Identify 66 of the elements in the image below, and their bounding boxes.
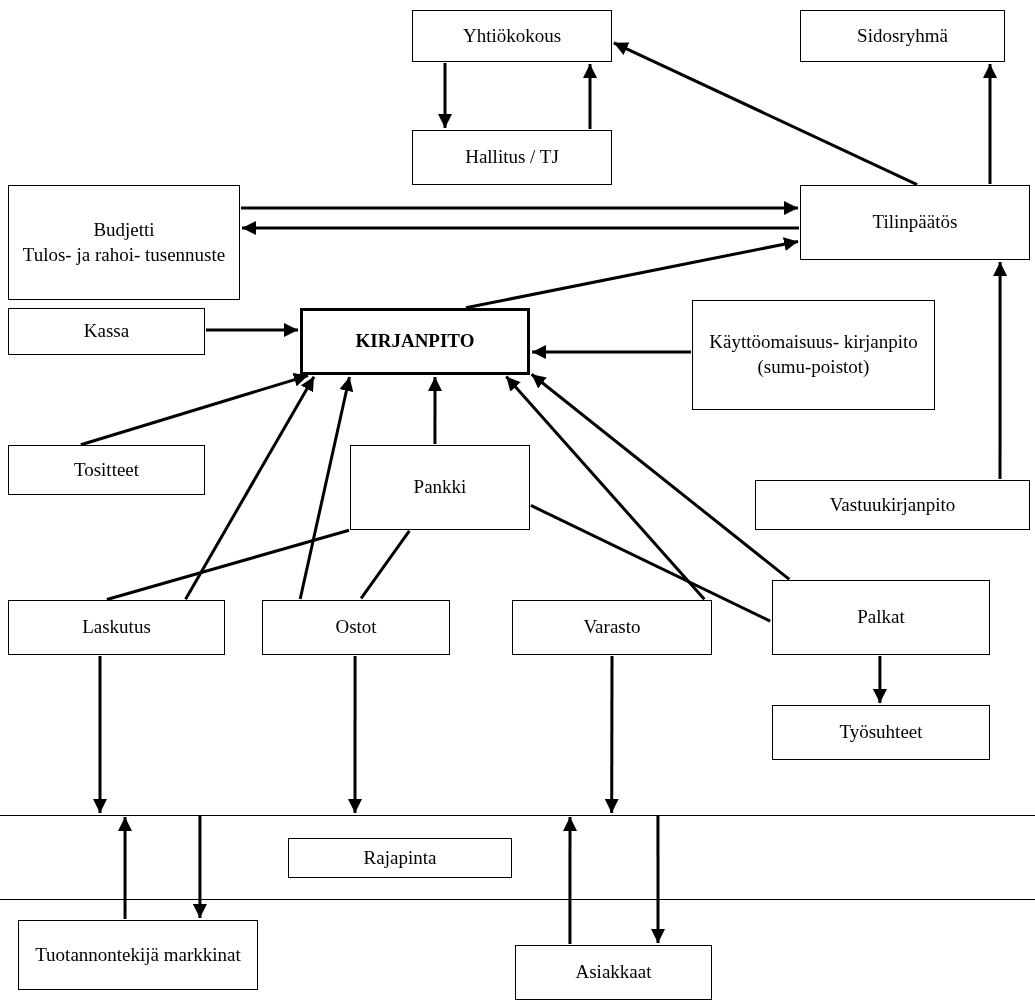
box-text: Laskutus: [82, 615, 151, 640]
process-box: [262, 600, 450, 655]
arrow: [438, 63, 452, 128]
box-text: Tilinpäätös: [872, 210, 958, 235]
box-text: Varasto: [583, 615, 641, 640]
arrow: [530, 373, 791, 581]
arrow: [241, 201, 798, 215]
process-box: [755, 480, 1030, 530]
arrow: [562, 817, 577, 944]
process-box: [8, 600, 225, 655]
process-box: [800, 185, 1030, 260]
process-box: [412, 130, 612, 185]
box-text: Yhtiökokous: [462, 23, 562, 48]
box-text: Vastuukirjanpito: [829, 492, 956, 517]
box-text: Kassa: [83, 319, 130, 344]
process-box: [512, 600, 712, 655]
connector-line: [359, 529, 411, 600]
process-box: [772, 705, 990, 760]
arrow: [428, 377, 442, 444]
box-text: Tuotannontekijä markkinat: [35, 942, 241, 967]
arrow: [583, 64, 597, 129]
connector-line: [106, 528, 350, 601]
arrow: [298, 376, 354, 600]
box-text: Tulos- ja rahoi- tusennuste: [22, 242, 226, 267]
arrow: [80, 372, 309, 447]
box-text: Pankki: [413, 475, 467, 500]
process-box: [8, 445, 205, 495]
process-box: [300, 308, 530, 375]
arrow: [348, 656, 362, 813]
box-text: Hallitus / TJ: [465, 145, 559, 170]
arrow: [184, 376, 316, 600]
arrow: [93, 656, 107, 813]
box-text: Palkat: [857, 605, 905, 630]
arrow: [118, 817, 133, 919]
arrow: [192, 816, 207, 918]
box-text: Tositteet: [73, 457, 140, 482]
box-text: Asiakkaat: [575, 960, 652, 985]
arrow: [651, 816, 665, 943]
arrow: [872, 656, 887, 703]
box-text: Työsuhteet: [839, 720, 923, 745]
arrow: [505, 375, 706, 601]
arrow: [242, 221, 799, 235]
arrow: [613, 41, 918, 186]
box-text: Budjetti: [93, 217, 155, 242]
arrow: [206, 323, 298, 337]
process-box: [18, 920, 258, 990]
process-box: [350, 445, 530, 530]
process-box: [692, 300, 935, 410]
arrow: [604, 656, 619, 813]
arrow: [993, 262, 1008, 479]
arrow: [983, 64, 998, 184]
box-text: Ostot: [335, 615, 377, 640]
process-box: [8, 308, 205, 355]
arrow: [465, 237, 799, 310]
band-label: Rajapinta: [288, 838, 512, 878]
arrow: [532, 345, 691, 359]
box-text: KIRJANPITO: [355, 329, 475, 354]
connector-line: [530, 504, 771, 623]
interface-band: [0, 815, 1035, 900]
box-text: Sidosryhmä: [857, 23, 948, 48]
box-text: Käyttöomaisuus- kirjanpito (sumu-poistot): [708, 330, 919, 379]
process-box: [412, 10, 612, 62]
process-box: [8, 185, 240, 300]
process-box: [515, 945, 712, 1000]
process-box: [800, 10, 1005, 62]
process-box: [772, 580, 990, 655]
